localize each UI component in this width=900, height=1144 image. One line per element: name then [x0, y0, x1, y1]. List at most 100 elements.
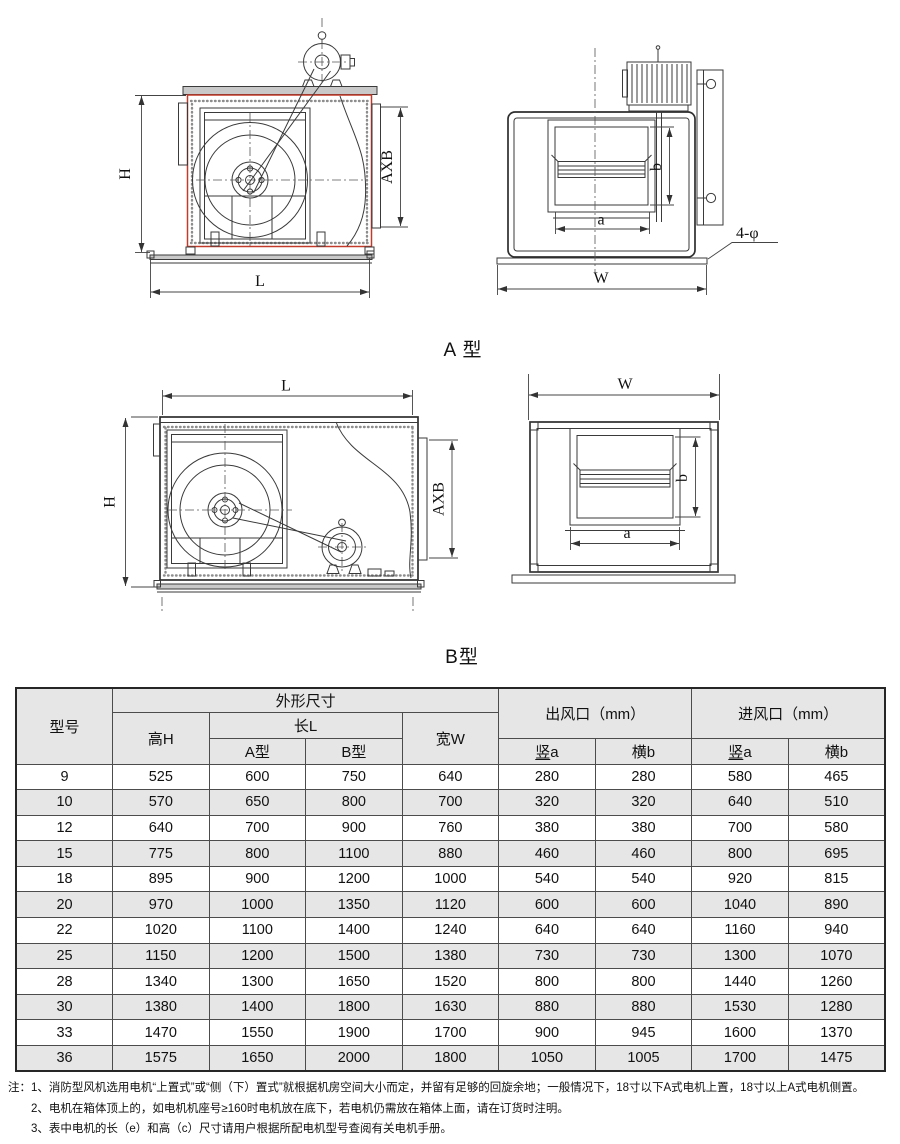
table-cell: 640	[594, 917, 693, 944]
table-cell: 1260	[787, 968, 886, 995]
table-cell: 1000	[401, 865, 500, 893]
dim-label-b: b	[648, 163, 665, 171]
note-line-1: 1、消防型风机选用电机“上置式”或“侧（下）置式”就根据机房空间大小而定，并留有…	[31, 1082, 865, 1094]
header-height: 高H	[112, 711, 210, 765]
table-cell: 1700	[691, 1045, 789, 1072]
table-cell: 1200	[208, 942, 307, 970]
table-cell: 970	[112, 891, 210, 919]
table-cell: 12	[15, 814, 114, 842]
notes-prefix: 注：	[8, 1082, 31, 1094]
table-cell: 1470	[112, 1019, 210, 1047]
type-b-label: B型	[445, 647, 479, 668]
table-cell: 280	[594, 763, 693, 791]
table-cell: 18	[15, 865, 114, 893]
table-cell: 1050	[498, 1045, 596, 1072]
header-outlet: 出风口（mm）	[498, 687, 693, 739]
table-cell: 460	[498, 840, 596, 867]
table-cell: 1550	[208, 1019, 307, 1047]
table-cell: 600	[594, 891, 693, 919]
table-cell: 280	[498, 763, 596, 791]
dim-label-holes: 4-φ	[736, 225, 759, 242]
table-cell: 640	[401, 763, 500, 791]
table-cell: 700	[691, 814, 789, 842]
table-cell: 465	[787, 763, 886, 791]
dim-label-l: L	[255, 273, 265, 290]
table-cell: 920	[691, 865, 789, 893]
dim-label-b: b	[674, 474, 691, 482]
table-cell: 1400	[208, 993, 307, 1021]
table-cell: 540	[498, 865, 596, 893]
table-cell: 33	[15, 1019, 114, 1047]
dim-label-h: H	[117, 168, 134, 180]
table-cell: 525	[112, 763, 210, 791]
table-cell: 1340	[112, 968, 210, 995]
header-outlet-vert: 竖a	[498, 737, 596, 765]
table-cell: 22	[15, 917, 114, 944]
dim-label-axb: AXB	[431, 482, 448, 516]
header-length: 长L	[208, 711, 403, 739]
type-a-side-view	[496, 45, 724, 274]
table-cell: 895	[112, 865, 210, 893]
header-inlet: 进风口（mm）	[691, 687, 886, 739]
table-cell: 580	[787, 814, 886, 842]
table-cell: 1070	[787, 942, 886, 970]
table-cell: 30	[15, 993, 114, 1021]
table-cell: 1900	[305, 1019, 403, 1047]
table-cell: 36	[15, 1045, 114, 1072]
table-cell: 1575	[112, 1045, 210, 1072]
dim-label-w: W	[593, 270, 609, 287]
table-cell: 940	[787, 917, 886, 944]
table-cell: 1400	[305, 917, 403, 944]
table-cell: 700	[401, 789, 500, 816]
table-cell: 1150	[112, 942, 210, 970]
note-line-3: 3、表中电机的长（e）和高（c）尺寸请用户根据所配电机型号查阅有关电机手册。	[31, 1123, 453, 1136]
table-cell: 650	[208, 789, 307, 816]
table-cell: 1440	[691, 968, 789, 995]
table-cell: 380	[594, 814, 693, 842]
table-cell: 890	[787, 891, 886, 919]
table-cell: 1800	[305, 993, 403, 1021]
table-cell: 640	[498, 917, 596, 944]
table-cell: 1380	[401, 942, 500, 970]
table-cell: 1040	[691, 891, 789, 919]
header-inlet-horiz: 横b	[787, 737, 886, 765]
header-length-b: B型	[305, 737, 403, 765]
note-line-2: 2、电机在箱体顶上的，如电机机座号≥160时电机放在底下，若电机仍需放在箱体上面…	[31, 1102, 569, 1115]
table-cell: 800	[691, 840, 789, 867]
table-cell: 25	[15, 942, 114, 970]
table-cell: 1800	[401, 1045, 500, 1072]
type-b-side-view	[511, 421, 736, 584]
table-cell: 570	[112, 789, 210, 816]
dim-label-h: H	[102, 496, 119, 508]
table-cell: 1300	[208, 968, 307, 995]
table-cell: 695	[787, 840, 886, 867]
table-cell: 1300	[691, 942, 789, 970]
header-length-a: A型	[208, 737, 307, 765]
type-b-front-view	[153, 416, 428, 612]
table-cell: 800	[498, 968, 596, 995]
table-cell: 815	[787, 865, 886, 893]
table-cell: 1160	[691, 917, 789, 944]
table-cell: 1200	[305, 865, 403, 893]
table-cell: 540	[594, 865, 693, 893]
table-cell: 600	[498, 891, 596, 919]
table-cell: 1120	[401, 891, 500, 919]
type-b-side-dims: W b a	[528, 374, 720, 550]
table-cell: 880	[498, 993, 596, 1021]
table-cell: 800	[594, 968, 693, 995]
table-cell: 1240	[401, 917, 500, 944]
table-cell: 15	[15, 840, 114, 867]
table-cell: 380	[498, 814, 596, 842]
table-cell: 1530	[691, 993, 789, 1021]
